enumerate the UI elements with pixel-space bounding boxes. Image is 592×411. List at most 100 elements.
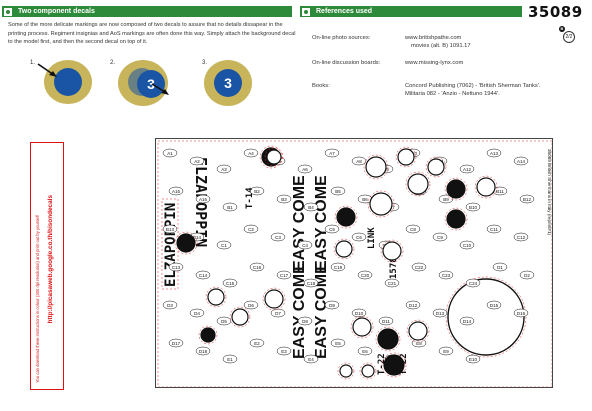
decal-code-label: E10 bbox=[465, 354, 481, 364]
round-decal bbox=[406, 319, 430, 343]
decal-code-text: D8 bbox=[302, 319, 308, 324]
decal-code-text: E2 bbox=[254, 341, 260, 346]
step-3-label: 3. bbox=[202, 60, 208, 66]
decal-code-label: C1 bbox=[216, 240, 232, 250]
decal-code-text: C2 bbox=[248, 227, 254, 232]
roundel-number: 3 bbox=[137, 70, 165, 98]
decal-code-label: D3 bbox=[162, 300, 178, 310]
decal-code-text: D16 bbox=[517, 311, 526, 316]
round-decal bbox=[380, 239, 404, 263]
round-decal bbox=[205, 286, 227, 308]
section-title: References used bbox=[316, 8, 373, 15]
decal-code-label: E4 bbox=[303, 354, 319, 364]
round-decal bbox=[262, 287, 286, 311]
sheet-caption: 35089 British Shermans in Italy (reprint… bbox=[547, 149, 552, 236]
decal-code-text: D15 bbox=[490, 303, 499, 308]
decal-code-text: E3 bbox=[281, 349, 287, 354]
download-url-link[interactable]: http://picasaweb.google.co.th/bisondecal… bbox=[47, 195, 54, 324]
decal-sheet: ELZAPOPPIN ELZAPOPPIN EASY COME EASY COM… bbox=[155, 138, 553, 388]
decal-code-label: C4 bbox=[297, 240, 313, 250]
roundel-number: 3 bbox=[214, 69, 242, 97]
decal-code-label: C10 bbox=[459, 240, 475, 250]
decal-code-text: C10 bbox=[463, 243, 472, 248]
step-2-label: 2. bbox=[110, 60, 116, 66]
decal-code-label: A3 bbox=[216, 164, 232, 174]
decal-code-label: A12 bbox=[459, 164, 475, 174]
decal-code-text: D10 bbox=[355, 311, 364, 316]
decal-code-text: A6 bbox=[302, 167, 308, 172]
decal-code-label: A8 bbox=[351, 156, 367, 166]
ref-photo-link[interactable]: www.britishpathe.com bbox=[405, 35, 462, 41]
decal-code-text: A3 bbox=[221, 167, 227, 172]
elzapoppin-decal-left: ELZAPOPPIN bbox=[161, 198, 179, 290]
decal-code-label: D17 bbox=[168, 338, 184, 348]
decal-code-label: C3 bbox=[270, 232, 286, 242]
decal-code-text: C5 bbox=[329, 227, 335, 232]
decal-code-label: A16 bbox=[195, 194, 211, 204]
decal-code-label: E9 bbox=[438, 346, 454, 356]
decal-code-label: B4 bbox=[303, 202, 319, 212]
download-note: You can download these instructions in c… bbox=[35, 215, 40, 383]
word-easy-come-2: EASY COME bbox=[313, 175, 330, 271]
decal-code-text: D7 bbox=[275, 311, 281, 316]
decal-code-text: C15 bbox=[226, 281, 235, 286]
decal-code-label: C13 bbox=[168, 262, 184, 272]
decal-code-text: C18 bbox=[307, 281, 316, 286]
decal-code-label: D14 bbox=[459, 316, 475, 326]
decal-code-label: B13 bbox=[162, 224, 178, 234]
decal-code-label: D7 bbox=[270, 308, 286, 318]
decal-code-text: C13 bbox=[172, 265, 181, 270]
decal-code-text: D12 bbox=[409, 303, 418, 308]
round-decal bbox=[198, 325, 218, 345]
decal-code-label: D16 bbox=[513, 308, 529, 318]
decal-code-text: B4 bbox=[308, 205, 314, 210]
decal-code-text: D5 bbox=[221, 319, 227, 324]
page-badge-letter: B bbox=[559, 26, 565, 32]
decal-code-text: C11 bbox=[490, 227, 498, 232]
section-header-references: References used bbox=[300, 6, 522, 17]
decal-code-label: A6 bbox=[297, 164, 313, 174]
decal-code-label: B2 bbox=[249, 186, 265, 196]
decal-code-text: C17 bbox=[280, 273, 289, 278]
decal-code-label: C22 bbox=[411, 262, 427, 272]
decal-code-label: B12 bbox=[519, 194, 535, 204]
decal-code-label: C9 bbox=[432, 232, 448, 242]
decal-code-text: C1 bbox=[221, 243, 227, 248]
decal-code-label: D13 bbox=[432, 308, 448, 318]
decal-code-label: C21 bbox=[384, 278, 400, 288]
decal-code-label: A7 bbox=[324, 148, 340, 158]
decal-code-text: D1 bbox=[497, 265, 503, 270]
decal-code-label: C24 bbox=[465, 278, 481, 288]
decal-code-label: A15 bbox=[168, 186, 184, 196]
round-decal bbox=[264, 147, 284, 167]
decal-code-text: A12 bbox=[463, 167, 472, 172]
decal-code-text: C16 bbox=[253, 265, 262, 270]
decal-code-label: D8 bbox=[297, 316, 313, 326]
decal-code-label: D12 bbox=[405, 300, 421, 310]
ref-forum-link[interactable]: www.missing-lynx.com bbox=[405, 60, 464, 66]
round-decal bbox=[337, 362, 355, 380]
decal-code-label: B9 bbox=[438, 194, 454, 204]
decal-code-label: C17 bbox=[276, 270, 292, 280]
decal-code-text: D18 bbox=[199, 349, 208, 354]
decal-code-text: B3 bbox=[281, 197, 287, 202]
decal-code-label: C12 bbox=[513, 232, 529, 242]
ref-book-1: Concord Publishing (7062) - 'British She… bbox=[405, 83, 541, 89]
ref-book-2: Militaria 082 - 'Anzio - Nettuno 1944'. bbox=[405, 91, 500, 97]
decal-circles-layer bbox=[174, 145, 498, 380]
decal-code-text: A7 bbox=[329, 151, 335, 156]
decal-code-text: E9 bbox=[443, 349, 449, 354]
decal-code-text: C9 bbox=[437, 235, 443, 240]
round-decal bbox=[375, 326, 401, 352]
word-easy-come-4: EASY COME bbox=[313, 263, 330, 359]
decal-code-label: C18 bbox=[303, 278, 319, 288]
decal-code-text: A8 bbox=[356, 159, 362, 164]
ref-photo-label: On-line photo sources: bbox=[312, 35, 371, 41]
pointer-arrow-icon bbox=[37, 63, 57, 77]
decal-code-text: B14 bbox=[193, 235, 202, 240]
decal-code-label: A4 bbox=[243, 148, 259, 158]
decal-code-text: B5 bbox=[335, 189, 341, 194]
product-code: 35089 bbox=[528, 3, 583, 21]
round-decal bbox=[395, 146, 417, 168]
marking-word: LINK bbox=[367, 227, 377, 249]
